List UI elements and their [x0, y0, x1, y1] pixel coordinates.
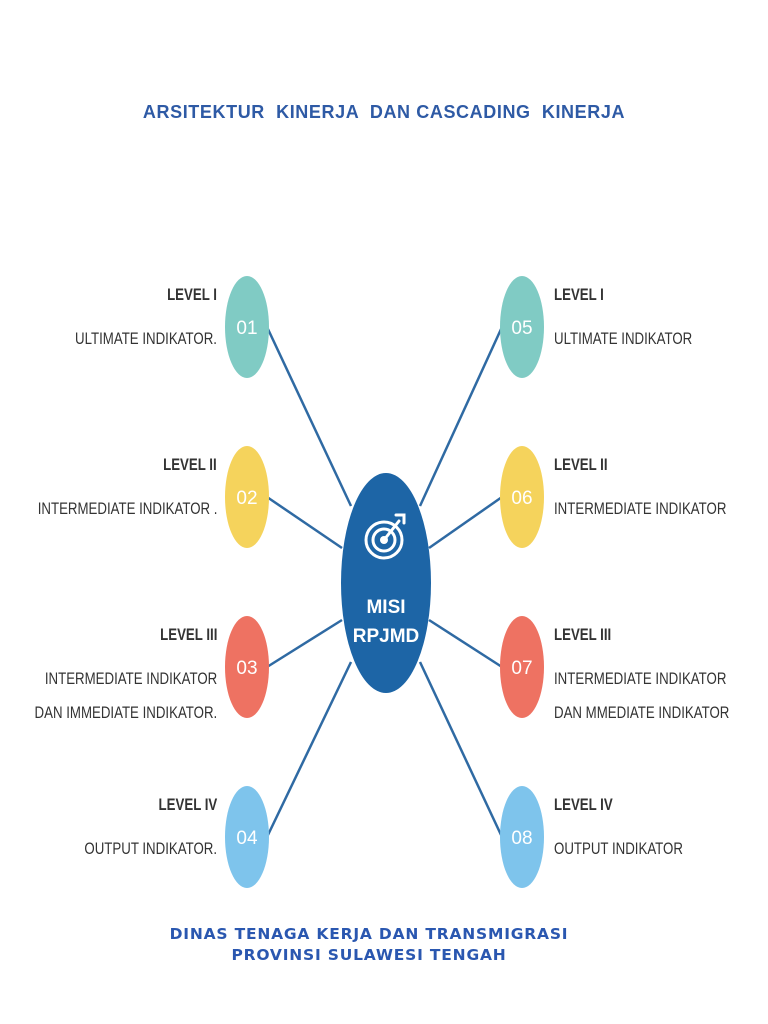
node-circle-08	[500, 786, 544, 888]
connector-lines	[265, 326, 504, 838]
level-description-line: OUTPUT INDIKATOR	[554, 839, 683, 858]
node-circle-07	[500, 616, 544, 718]
level-title: LEVEL I	[554, 285, 604, 304]
level-title: LEVEL IV	[554, 795, 613, 814]
node-number-08: 08	[511, 828, 532, 849]
footer-province: PROVINSI SULAWESI TENGAH	[231, 946, 507, 964]
connector-line-08	[418, 661, 504, 838]
node-number-05: 05	[511, 318, 532, 339]
level-description-line: DAN MMEDIATE INDIKATOR	[554, 703, 730, 722]
level-description: ULTIMATE INDIKATOR.	[75, 322, 217, 356]
level-description-line: DAN IMMEDIATE INDIKATOR.	[34, 703, 217, 722]
level-description-line: ULTIMATE INDIKATOR.	[75, 329, 217, 348]
page-title: ARSITEKTUR KINERJA DAN CASCADING KINERJA	[142, 102, 626, 122]
level-node-08: 08	[500, 786, 544, 888]
level-title: LEVEL III	[554, 625, 612, 644]
node-circle-06	[500, 446, 544, 548]
level-title: LEVEL I	[167, 285, 217, 304]
level-node-06: 06	[500, 446, 544, 548]
level-title: LEVEL II	[163, 455, 217, 474]
level-description: OUTPUT INDIKATOR	[554, 832, 683, 866]
node-number-06: 06	[511, 488, 532, 509]
level-node-01: 01	[225, 276, 269, 378]
node-circle-01	[225, 276, 269, 378]
level-title: LEVEL IV	[158, 795, 217, 814]
target-icon	[364, 513, 406, 560]
level-description: OUTPUT INDIKATOR.	[84, 832, 217, 866]
connector-line-07	[428, 618, 503, 669]
connector-line-04	[265, 661, 353, 838]
level-node-03: 03	[225, 616, 269, 718]
level-node-05: 05	[500, 276, 544, 378]
level-description: INTERMEDIATE INDIKATOR DAN MMEDIATE INDIK…	[554, 662, 729, 730]
node-circle-02	[225, 446, 269, 548]
node-number-01: 01	[236, 318, 257, 339]
center-title-line2: RPJMD	[353, 626, 420, 647]
level-node-07: 07	[500, 616, 544, 718]
level-node-04: 04	[225, 786, 269, 888]
node-circle-05	[500, 276, 544, 378]
level-description: INTERMEDIATE INDIKATOR .	[37, 492, 217, 526]
footer-agency: DINAS TENAGA KERJA DAN TRANSMIGRASI	[169, 925, 569, 943]
level-title: LEVEL III	[159, 625, 217, 644]
level-description-line: INTERMEDIATE INDIKATOR	[554, 669, 727, 688]
connector-line-02	[266, 495, 343, 550]
node-number-07: 07	[511, 658, 532, 679]
level-node-02: 02	[225, 446, 269, 548]
connector-line-03	[266, 618, 343, 669]
node-number-02: 02	[236, 488, 257, 509]
node-number-04: 04	[236, 828, 258, 849]
node-number-03: 03	[236, 658, 257, 679]
level-description-line: INTERMEDIATE INDIKATOR	[554, 499, 727, 518]
level-description: INTERMEDIATE INDIKATOR DAN IMMEDIATE INDI…	[34, 662, 217, 730]
level-description-line: OUTPUT INDIKATOR.	[84, 839, 217, 858]
center-title-line1: MISI	[366, 597, 405, 618]
connector-line-01	[265, 326, 353, 507]
level-title: LEVEL II	[554, 455, 608, 474]
center-node	[341, 473, 431, 693]
level-description: ULTIMATE INDIKATOR	[554, 322, 692, 356]
node-circle-04	[225, 786, 269, 888]
level-description-line: INTERMEDIATE INDIKATOR .	[37, 499, 217, 518]
node-circle-03	[225, 616, 269, 718]
connector-line-06	[428, 495, 503, 550]
level-description: INTERMEDIATE INDIKATOR	[554, 492, 726, 526]
level-description-line: ULTIMATE INDIKATOR	[554, 329, 693, 348]
level-description-line: INTERMEDIATE INDIKATOR	[44, 669, 217, 688]
connector-line-05	[418, 326, 504, 507]
level-nodes: 01 02 03 04 05 06 07 08	[225, 276, 544, 888]
